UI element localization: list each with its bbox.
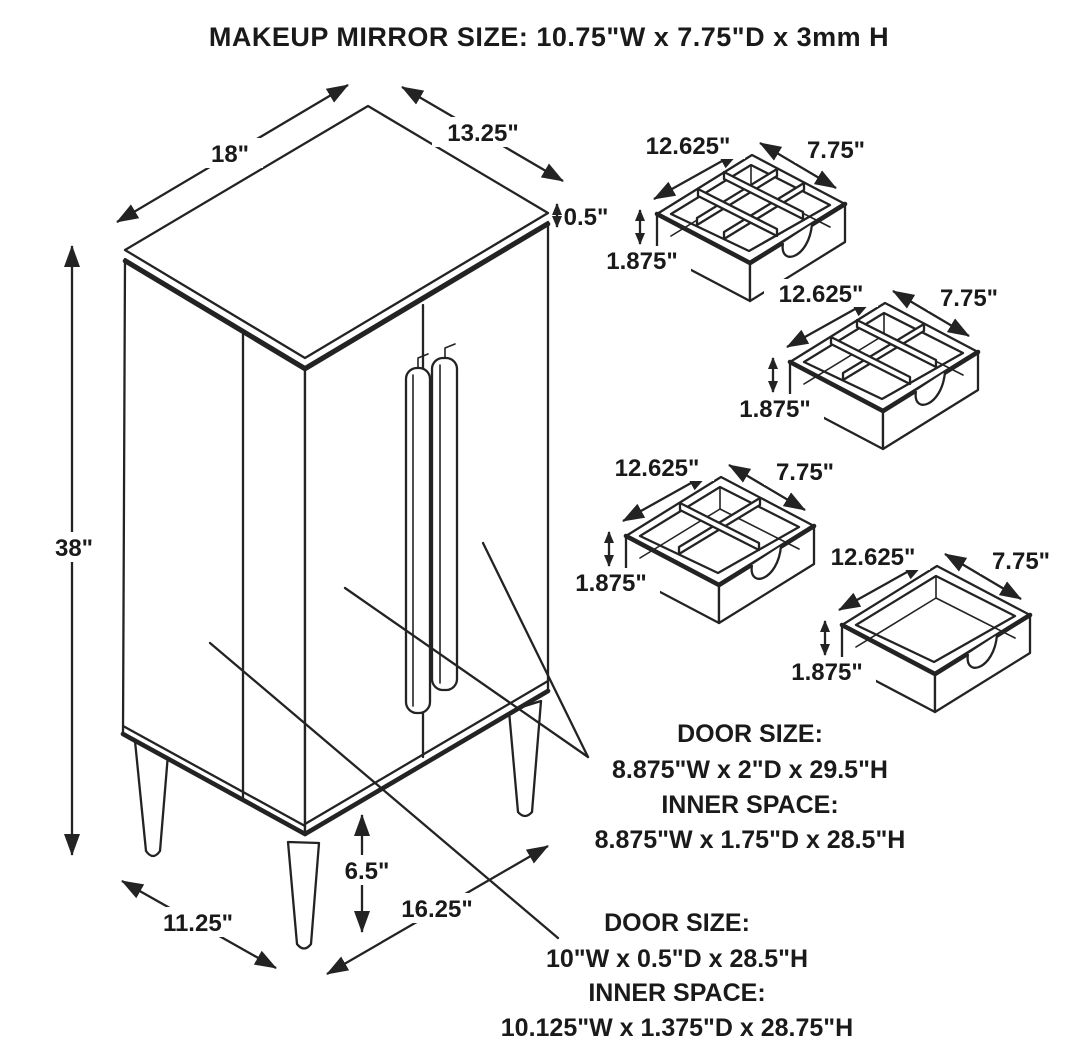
drawer-depth-label: 7.75" <box>980 546 1062 575</box>
svg-text:7.75": 7.75" <box>776 459 834 486</box>
inner-space-heading: INNER SPACE: <box>588 979 765 1007</box>
dim-label-foot-width: 16.25" <box>383 893 491 923</box>
page-title: MAKEUP MIRROR SIZE: 10.75"W x 7.75"D x 3… <box>209 22 889 52</box>
cabinet-dimensions: 18" 13.25" 0.5" 38" 11.25" 6.5" 16.25" <box>40 84 609 975</box>
bottom-band-side-top <box>121 724 307 828</box>
drawer-height-label: 1.875" <box>726 394 824 423</box>
drawer-height-label: 1.875" <box>778 657 876 686</box>
svg-text:13.25": 13.25" <box>447 120 518 147</box>
svg-text:12.625": 12.625" <box>831 544 916 571</box>
leader-right-door <box>481 541 590 759</box>
svg-text:11.25": 11.25" <box>163 910 233 937</box>
svg-text:12.625": 12.625" <box>779 281 864 308</box>
svg-text:1.875": 1.875" <box>575 570 646 597</box>
svg-text:1.875": 1.875" <box>791 659 862 686</box>
door-size-heading: DOOR SIZE: <box>604 909 750 937</box>
svg-text:7.75": 7.75" <box>992 548 1050 575</box>
cabinet-leg-front <box>286 840 321 950</box>
drawer-open-compartment: 12.625" 7.75" 1.875" <box>778 542 1062 712</box>
bottom-band-side <box>120 731 308 837</box>
dim-label-depth: 13.25" <box>432 117 534 147</box>
door-annotation-secondary: DOOR SIZE: 10"W x 0.5"D x 28.5"H INNER S… <box>501 909 853 1042</box>
inner-space-value: 10.125"W x 1.375"D x 28.75"H <box>501 1014 853 1042</box>
inner-space-value: 8.875"W x 1.75"D x 28.5"H <box>595 826 906 854</box>
inner-space-heading: INNER SPACE: <box>661 791 838 819</box>
door-bottom-edge <box>303 679 550 826</box>
top-slab-edge <box>122 221 551 372</box>
cabinet-leg-left <box>133 739 171 858</box>
svg-text:6.5": 6.5" <box>345 858 390 885</box>
svg-text:12.625": 12.625" <box>615 455 700 482</box>
dim-label-top-thickness: 0.5" <box>564 204 609 231</box>
svg-text:7.75": 7.75" <box>807 137 865 164</box>
dim-label-width: 18" <box>197 138 263 168</box>
door-annotation-primary: DOOR SIZE: 8.875"W x 2"D x 29.5"H INNER … <box>595 720 906 854</box>
drawer-width-label: 12.625" <box>816 542 930 571</box>
svg-text:1.875": 1.875" <box>739 396 810 423</box>
drawer-nine-compartments: 12.625" 7.75" 1.875" <box>593 131 877 301</box>
svg-text:1.875": 1.875" <box>606 248 677 275</box>
door-handles <box>404 343 459 715</box>
svg-text:38": 38" <box>55 535 93 562</box>
drawer-six-compartments: 12.625" 7.75" 1.875" <box>726 279 1010 449</box>
drawer-dividers <box>695 167 806 241</box>
cabinet-drawing <box>120 104 551 950</box>
drawer-width-label: 12.625" <box>631 131 745 160</box>
cabinet-leg-right <box>507 699 543 818</box>
leader-left-door <box>343 586 590 759</box>
drawer-depth-label: 7.75" <box>795 135 877 164</box>
drawer-height-label: 1.875" <box>562 568 660 597</box>
svg-text:7.75": 7.75" <box>940 285 998 312</box>
bottom-band-front <box>302 688 551 837</box>
svg-text:16.25": 16.25" <box>401 896 472 923</box>
drawer-depth-label: 7.75" <box>928 283 1010 312</box>
right-door-handle <box>430 356 459 692</box>
dim-label-foot-depth: 11.25" <box>144 907 252 937</box>
dim-label-height: 38" <box>40 532 108 562</box>
dim-label-leg-height: 6.5" <box>330 855 404 885</box>
svg-text:12.625": 12.625" <box>646 133 731 160</box>
svg-text:0.5": 0.5" <box>564 204 609 231</box>
door-size-value: 10"W x 0.5"D x 28.5"H <box>546 945 808 973</box>
drawer-depth-label: 7.75" <box>764 457 846 486</box>
svg-text:18": 18" <box>211 141 249 168</box>
left-door-handle <box>404 366 432 715</box>
drawer-height-label: 1.875" <box>593 246 691 275</box>
drawer-width-label: 12.625" <box>600 453 714 482</box>
door-size-value: 8.875"W x 2"D x 29.5"H <box>612 756 888 784</box>
door-size-heading: DOOR SIZE: <box>677 720 823 748</box>
drawer-width-label: 12.625" <box>764 279 878 308</box>
drawer-four-compartments: 12.625" 7.75" 1.875" <box>562 453 846 623</box>
